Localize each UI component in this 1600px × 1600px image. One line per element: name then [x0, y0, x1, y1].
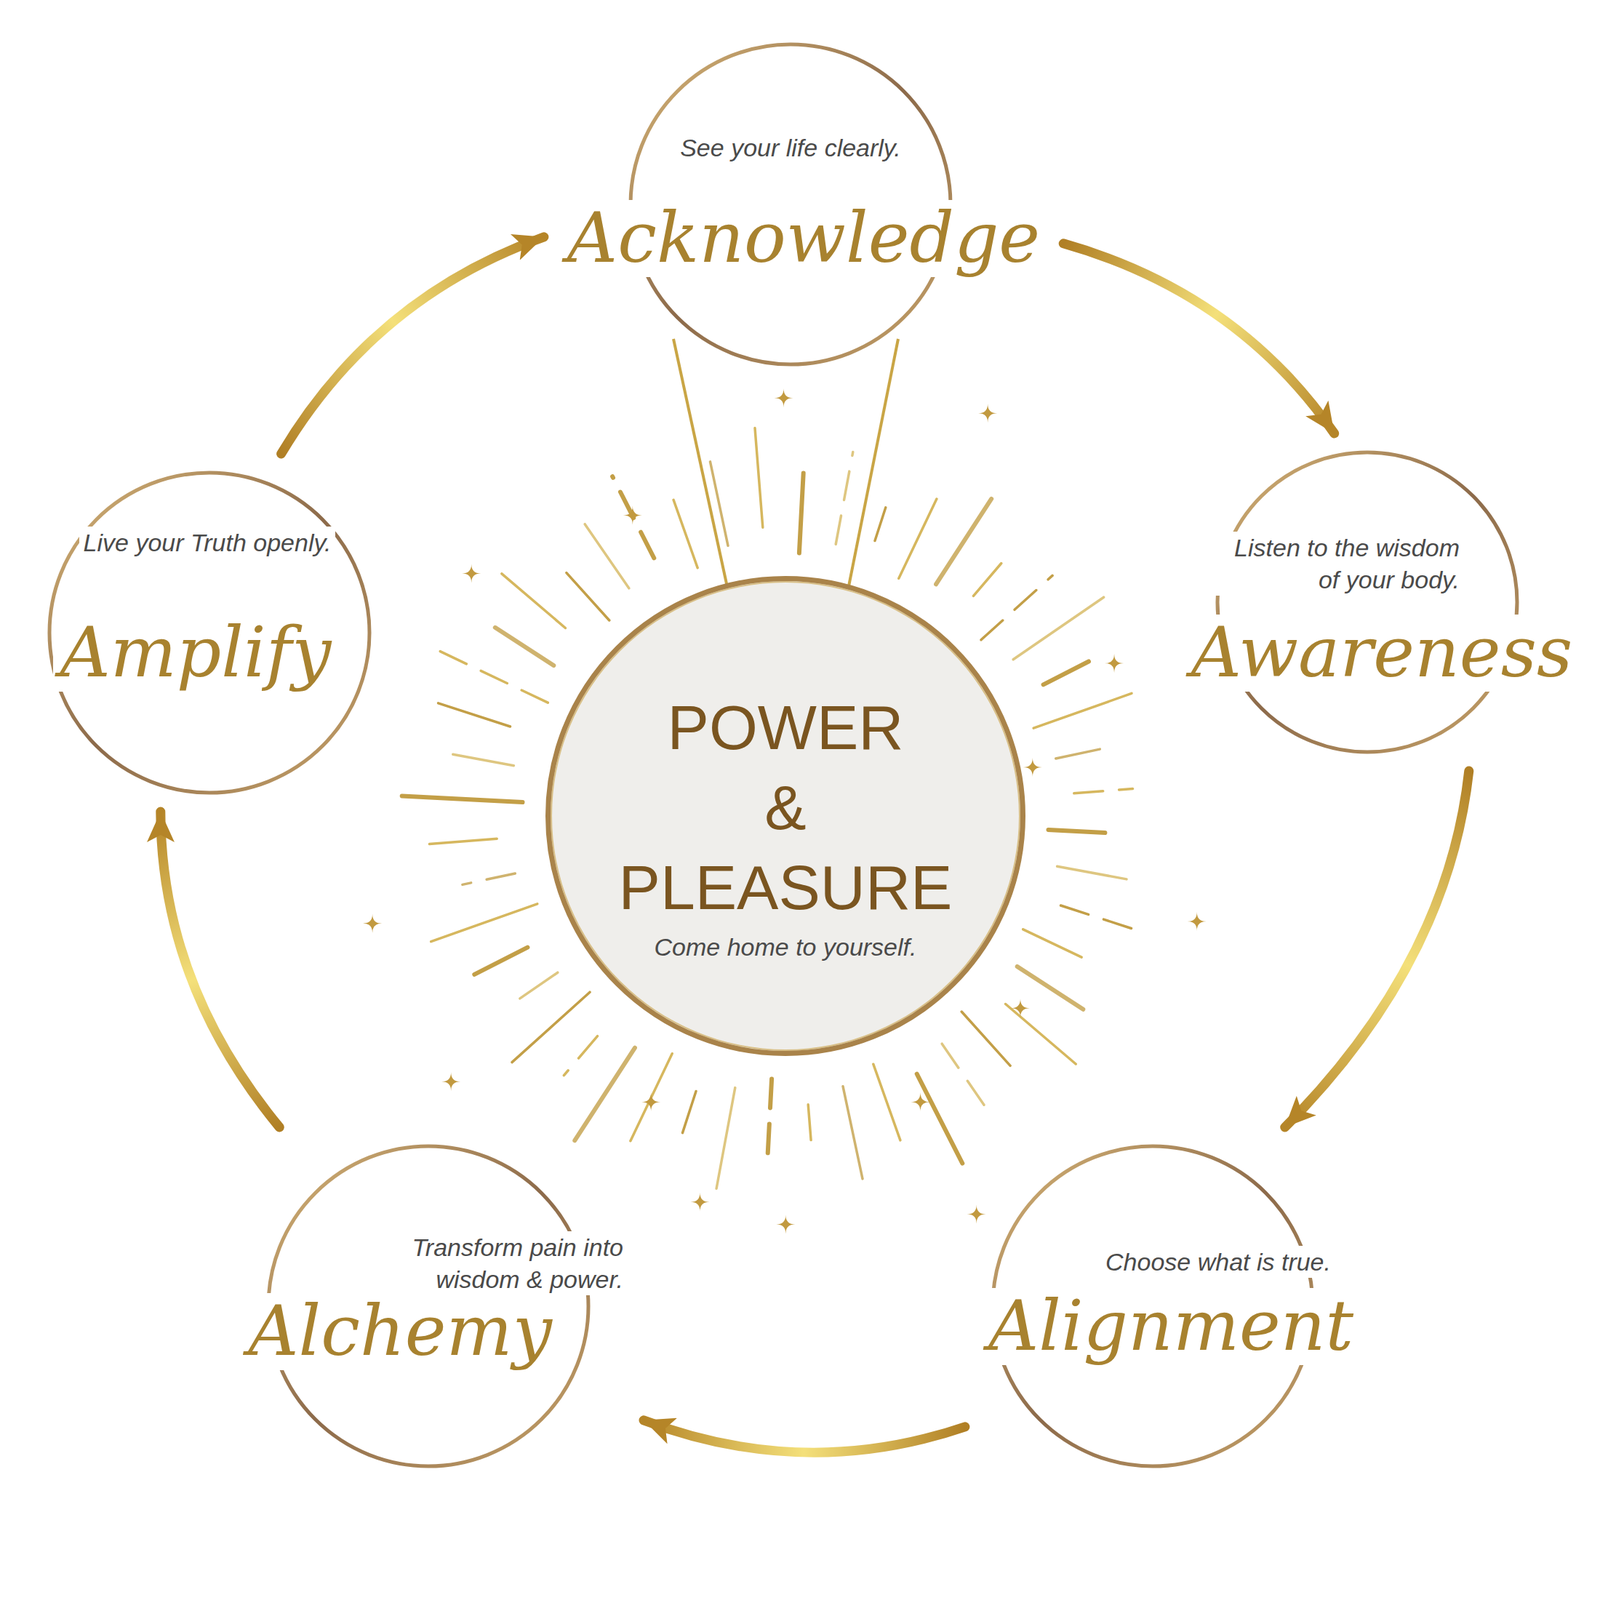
sun-ray: [1005, 1004, 1077, 1065]
sun-ray: [474, 947, 528, 975]
sun-ray: [1013, 597, 1104, 660]
sun-ray: [402, 795, 523, 803]
sun-ray: [682, 1091, 697, 1134]
sparkle-star: [362, 914, 382, 934]
sparkle-group: [362, 388, 1207, 1234]
circle-ring: [1217, 452, 1518, 752]
step-subtitle: Live your Truth openly.: [79, 526, 336, 559]
sun-ray: [512, 992, 590, 1062]
sun-ray: [710, 461, 729, 546]
sparkle-star: [911, 1092, 931, 1112]
cycle-arrow: [281, 237, 544, 454]
sun-ray: [1043, 661, 1089, 686]
sun-ray: [898, 498, 937, 579]
sun-ray: [754, 428, 763, 528]
ray-group: [402, 428, 1142, 1190]
step-circle: Transform pain into wisdom & power.Alche…: [265, 1143, 592, 1470]
sun-ray: [961, 1011, 1011, 1066]
step-subtitle: See your life clearly.: [675, 131, 906, 164]
sun-ray: [429, 838, 498, 844]
beam-line: [846, 338, 899, 598]
sun-ray: [1061, 905, 1142, 932]
sun-ray: [438, 703, 511, 727]
sun-ray: [1056, 749, 1101, 759]
sun-ray: [936, 498, 992, 584]
sparkle-star: [623, 506, 643, 526]
sun-ray: [453, 754, 515, 766]
sun-ray: [566, 573, 610, 621]
center-subtitle: Come home to yourself.: [654, 933, 918, 962]
step-subtitle: Transform pain into wisdom & power.: [378, 1231, 628, 1296]
sun-ray: [874, 507, 886, 542]
sun-ray: [431, 904, 538, 942]
sun-ray: [973, 563, 1002, 597]
step-subtitle: Listen to the wisdom of your body.: [1215, 531, 1464, 596]
sparkle-star: [1187, 912, 1207, 931]
sun-ray: [574, 1048, 635, 1142]
sun-ray: [767, 1079, 772, 1168]
sun-ray: [716, 1088, 736, 1190]
sun-ray: [1057, 866, 1127, 880]
step-circle: See your life clearly.Acknowledge: [627, 41, 954, 368]
sun-ray: [1023, 929, 1082, 958]
sun-ray: [1017, 966, 1084, 1010]
sparkle-star: [461, 563, 481, 583]
sparkle-star: [774, 388, 794, 408]
sparkle-star: [690, 1192, 710, 1212]
sun-ray: [1033, 693, 1132, 728]
step-circle: Live your Truth openly. Amplify: [46, 469, 373, 796]
sun-ray: [462, 873, 515, 885]
center-title: POWER & PLEASURE: [596, 687, 975, 928]
step-title: Amplify: [53, 614, 339, 692]
sun-ray: [432, 647, 549, 703]
sun-ray: [981, 575, 1053, 640]
sun-ray: [630, 1053, 672, 1142]
sparkle-star: [1010, 998, 1030, 1018]
step-title: Alchemy: [240, 1293, 560, 1371]
sun-ray: [673, 499, 698, 568]
step-subtitle: Choose what is true.: [1101, 1245, 1336, 1278]
step-circle: Listen to the wisdom of your body.Awaren…: [1214, 449, 1520, 755]
sun-ray: [835, 452, 854, 545]
circle-ring: [49, 472, 370, 793]
sparkle-star: [1104, 653, 1124, 673]
sun-ray: [495, 627, 555, 666]
step-title: Awareness: [1184, 614, 1580, 692]
sparkle-star: [641, 1092, 661, 1112]
sparkle-star: [441, 1072, 461, 1091]
sun-ray: [584, 524, 630, 589]
sparkle-star: [776, 1215, 795, 1235]
sparkle-star: [1023, 757, 1043, 777]
beam-line: [673, 338, 730, 598]
cycle-arrow: [160, 811, 280, 1128]
sun-ray: [1048, 829, 1106, 833]
step-title: Alignment: [981, 1288, 1361, 1366]
sun-ray: [501, 573, 566, 629]
sun-ray: [799, 473, 804, 554]
sun-ray: [520, 972, 558, 999]
cycle-arrow: [1063, 243, 1335, 434]
center-circle: POWER & PLEASURE Come home to yourself.: [545, 576, 1026, 1056]
sun-ray: [563, 1036, 598, 1076]
step-circle: Choose what is true.Alignment: [989, 1143, 1316, 1470]
sparkle-star: [978, 403, 998, 423]
sun-ray: [612, 476, 654, 558]
step-title: Acknowledge: [560, 200, 1048, 278]
sun-ray: [941, 1043, 991, 1115]
sun-ray: [842, 1086, 863, 1179]
sparkle-star: [967, 1205, 987, 1224]
sun-ray: [917, 1074, 963, 1164]
sun-ray: [873, 1064, 901, 1141]
sun-ray: [1074, 788, 1134, 793]
cycle-arrow: [643, 1420, 966, 1453]
sun-ray: [808, 1104, 811, 1141]
cycle-arrow: [1285, 770, 1470, 1128]
circle-outline: [1214, 449, 1520, 755]
